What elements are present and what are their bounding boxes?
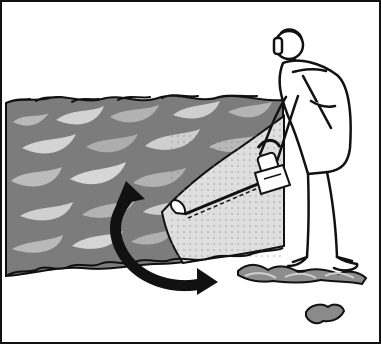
hedge-trimming-illustration: [2, 2, 379, 342]
clippings-icon: [238, 265, 366, 323]
hedge-icon: [6, 95, 284, 276]
